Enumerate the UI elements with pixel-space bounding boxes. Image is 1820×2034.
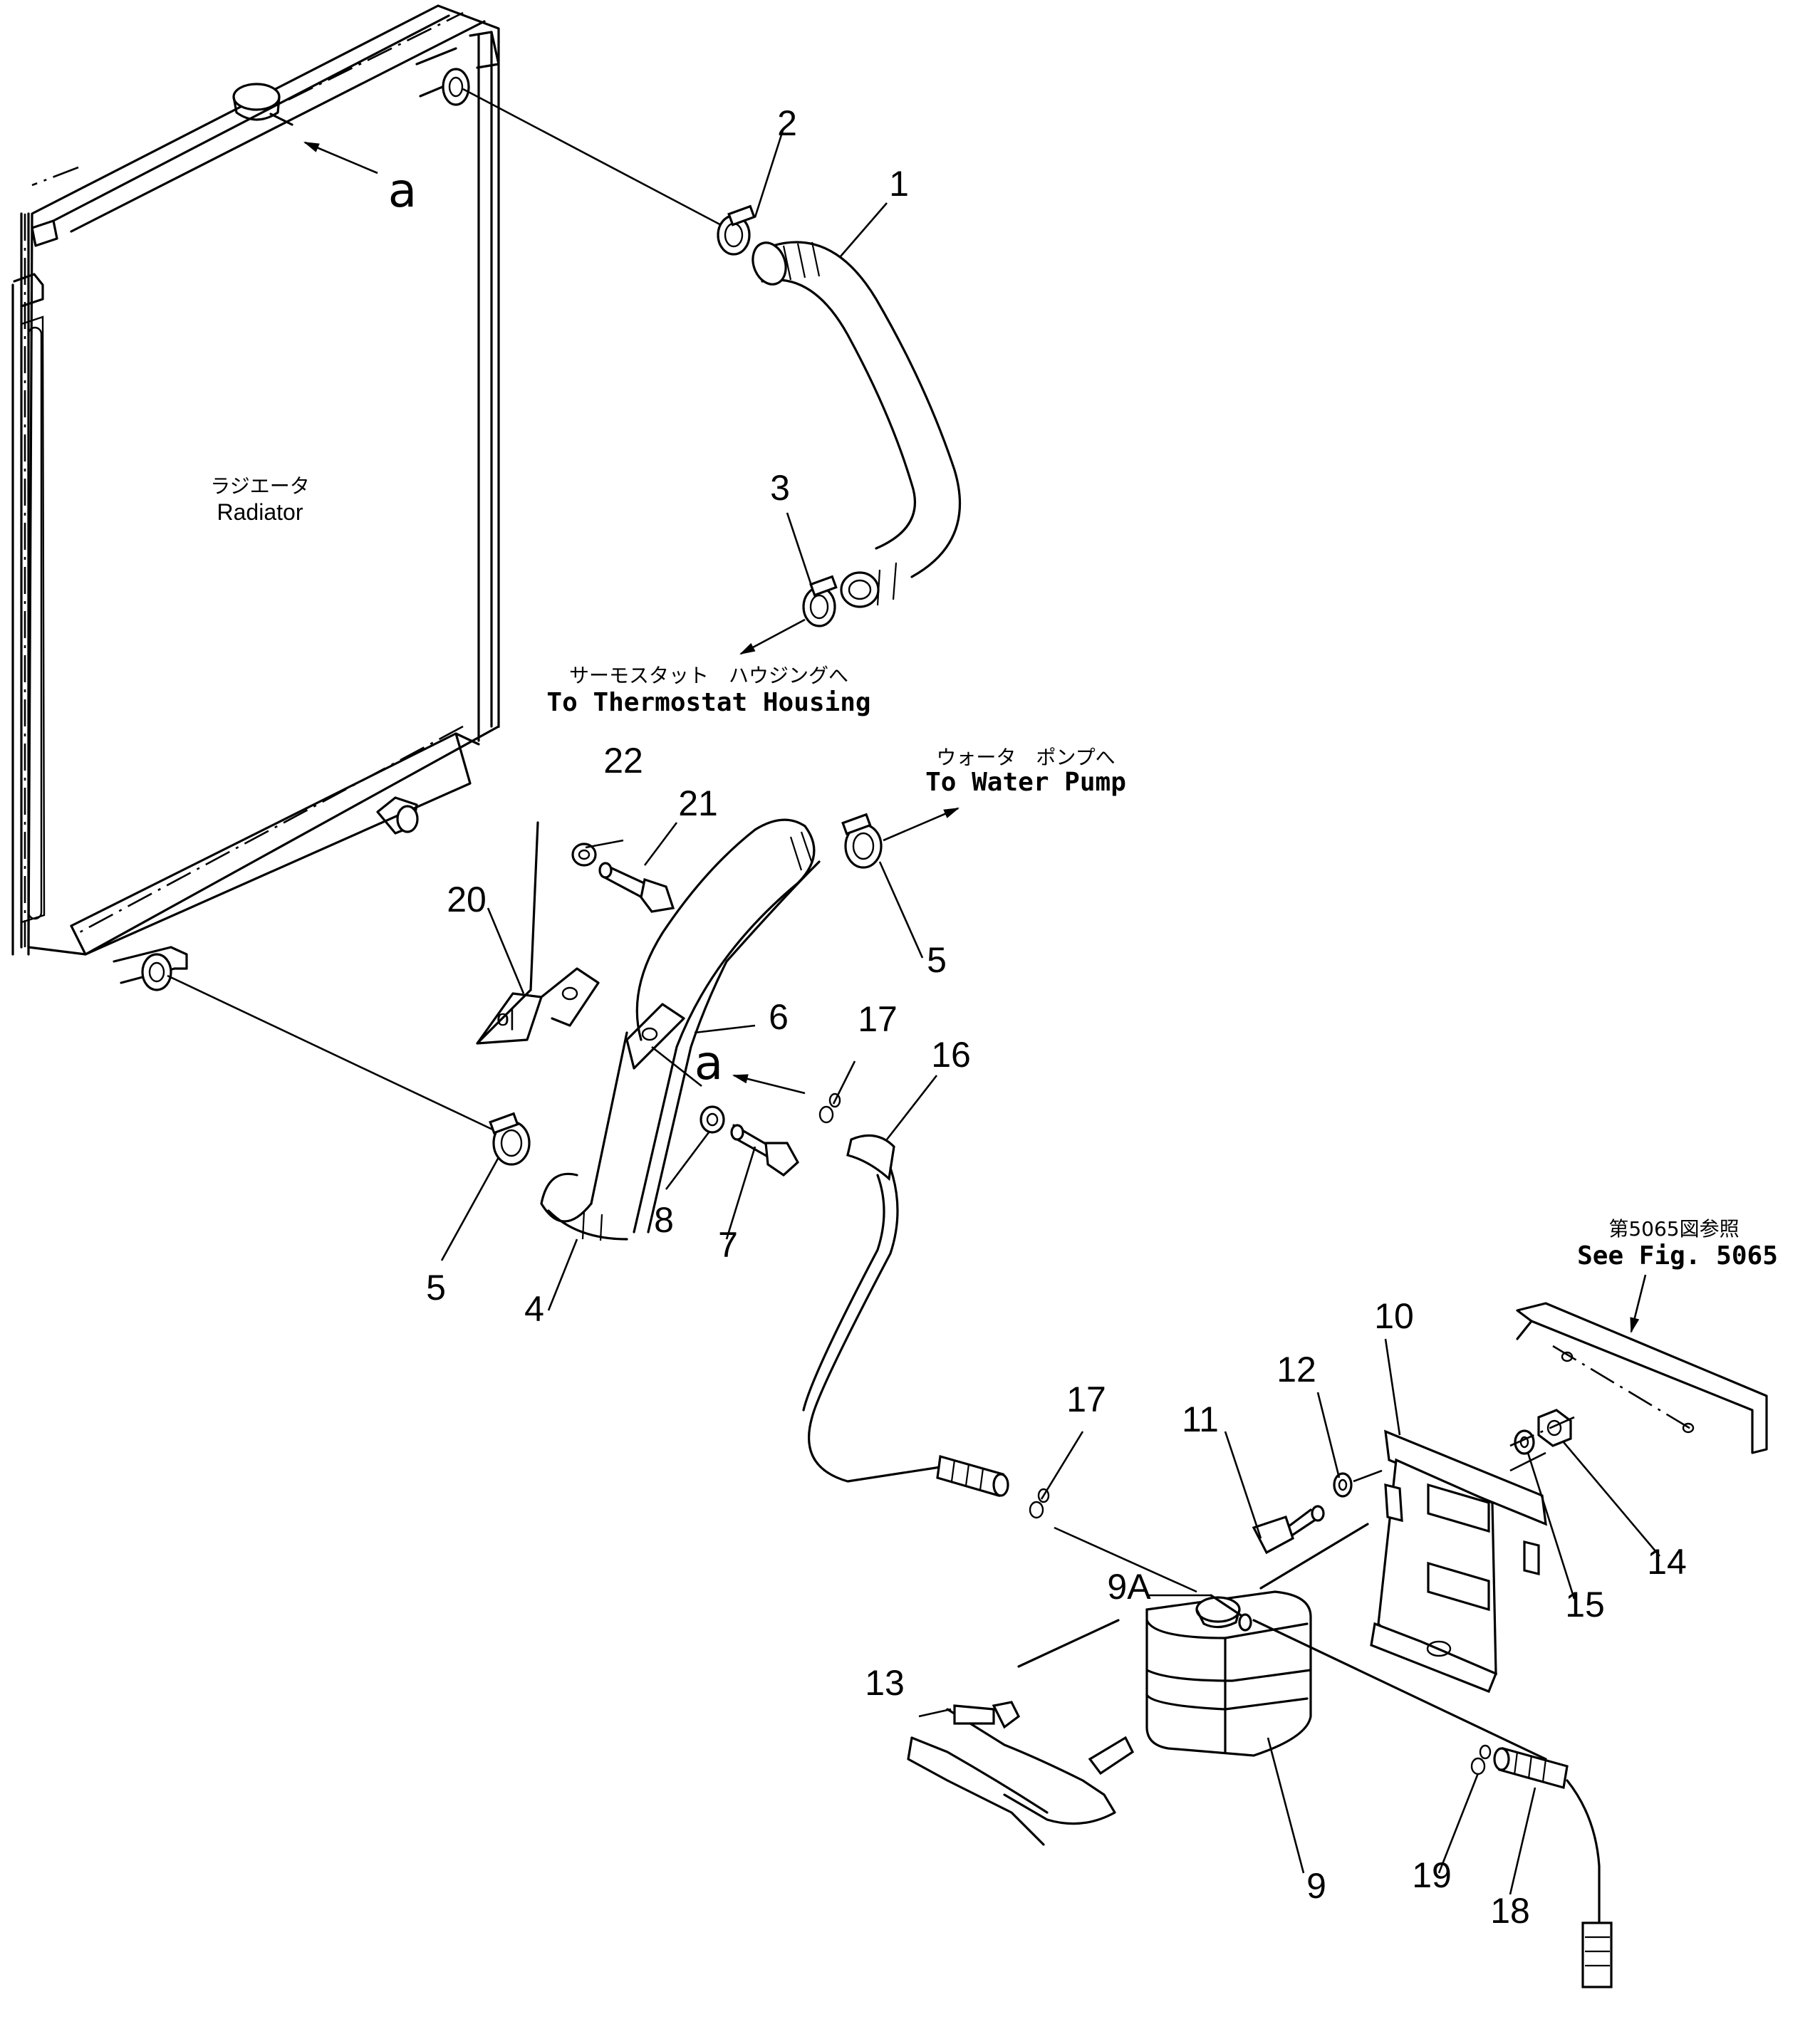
to-thermostat-arrow: サーモスタット ハウジングへ To Thermostat Housing (546, 618, 871, 717)
radiator: ラジエータ Radiator (11, 4, 500, 991)
callout-22: 22 (603, 741, 643, 781)
callout-18: 18 (1490, 1891, 1530, 1931)
upper-hose (462, 88, 961, 608)
callout-5-lower: 5 (426, 1268, 446, 1308)
hose-16 (802, 1134, 942, 1483)
view-marker-a-top: a (303, 141, 417, 218)
seefig-label-en: See Fig. 5065 (1577, 1241, 1778, 1271)
callout-4: 4 (524, 1289, 544, 1329)
callout-17-lower: 17 (1066, 1380, 1106, 1419)
waterpump-label-en: To Water Pump (925, 768, 1126, 797)
callout-13: 13 (865, 1663, 905, 1703)
callout-21: 21 (678, 783, 718, 823)
bracket-20: o| (476, 821, 600, 1045)
hose-18 (1493, 1746, 1613, 1988)
thermostat-label-en: To Thermostat Housing (546, 688, 870, 717)
callout-19: 19 (1412, 1855, 1452, 1895)
washer-22 (571, 843, 597, 867)
clamp-5-upper (841, 813, 883, 869)
radiator-label-jp: ラジエータ (210, 474, 309, 498)
nut-14 (1537, 1409, 1572, 1447)
svg-text:o|: o| (496, 1005, 515, 1031)
clamp-3 (802, 575, 838, 627)
clamp-2 (717, 204, 756, 256)
callout-2: 2 (777, 103, 797, 143)
clip-17-lower (1029, 1488, 1050, 1519)
band-13 (907, 1619, 1135, 1846)
callout-14: 14 (1647, 1542, 1687, 1582)
washer-8 (651, 1045, 725, 1134)
callout-10: 10 (1374, 1296, 1414, 1336)
bolt-21 (598, 862, 675, 913)
callout-15: 15 (1565, 1585, 1605, 1624)
callout-20: 20 (447, 880, 487, 919)
callout-16: 16 (931, 1035, 971, 1075)
callout-9: 9 (1306, 1866, 1326, 1906)
washer-12 (1333, 1469, 1383, 1498)
seefig-label-jp: 第5065図参照 (1608, 1217, 1739, 1241)
reserve-tank-9 (1054, 1526, 1547, 1761)
bracket-10 (1259, 1429, 1547, 1694)
waterpump-label-jp: ウォータ ポンプへ (936, 746, 1115, 769)
clip-19 (1470, 1744, 1492, 1775)
callout-9a: 9A (1107, 1567, 1151, 1607)
clamp-5-lower (167, 974, 531, 1166)
callout-5-upper: 5 (927, 940, 947, 980)
center-lines (24, 11, 500, 954)
callout-17-upper: 17 (858, 999, 898, 1039)
view-marker-a-mid: a (695, 1036, 806, 1095)
callout-3: 3 (770, 468, 790, 508)
view-marker-a-mid-letter: a (695, 1036, 723, 1090)
radiator-label-en: Radiator (217, 499, 303, 525)
frame-angle: 第5065図参照 See Fig. 5065 (1509, 1217, 1778, 1454)
hose-segment (936, 1454, 1009, 1498)
callout-11: 11 (1182, 1399, 1219, 1439)
view-marker-a-top-letter: a (388, 163, 417, 218)
thermostat-label-jp: サーモスタット ハウジングへ (569, 664, 848, 687)
to-water-pump-arrow: ウォータ ポンプへ To Water Pump (883, 746, 1126, 842)
callout-leaders (440, 127, 1660, 1895)
clip-17-upper (818, 1092, 841, 1124)
callout-numbers: 1 2 3 4 5 5 6 7 8 9 9A 10 11 12 13 14 15… (426, 103, 1687, 1931)
callout-6: 6 (769, 997, 789, 1037)
bolt-7 (730, 1124, 800, 1177)
bolt-11 (1252, 1505, 1325, 1555)
lower-hose (540, 818, 821, 1241)
callout-8: 8 (654, 1200, 674, 1240)
callout-12: 12 (1276, 1350, 1316, 1389)
callout-1: 1 (889, 164, 909, 204)
callout-7: 7 (718, 1225, 738, 1265)
